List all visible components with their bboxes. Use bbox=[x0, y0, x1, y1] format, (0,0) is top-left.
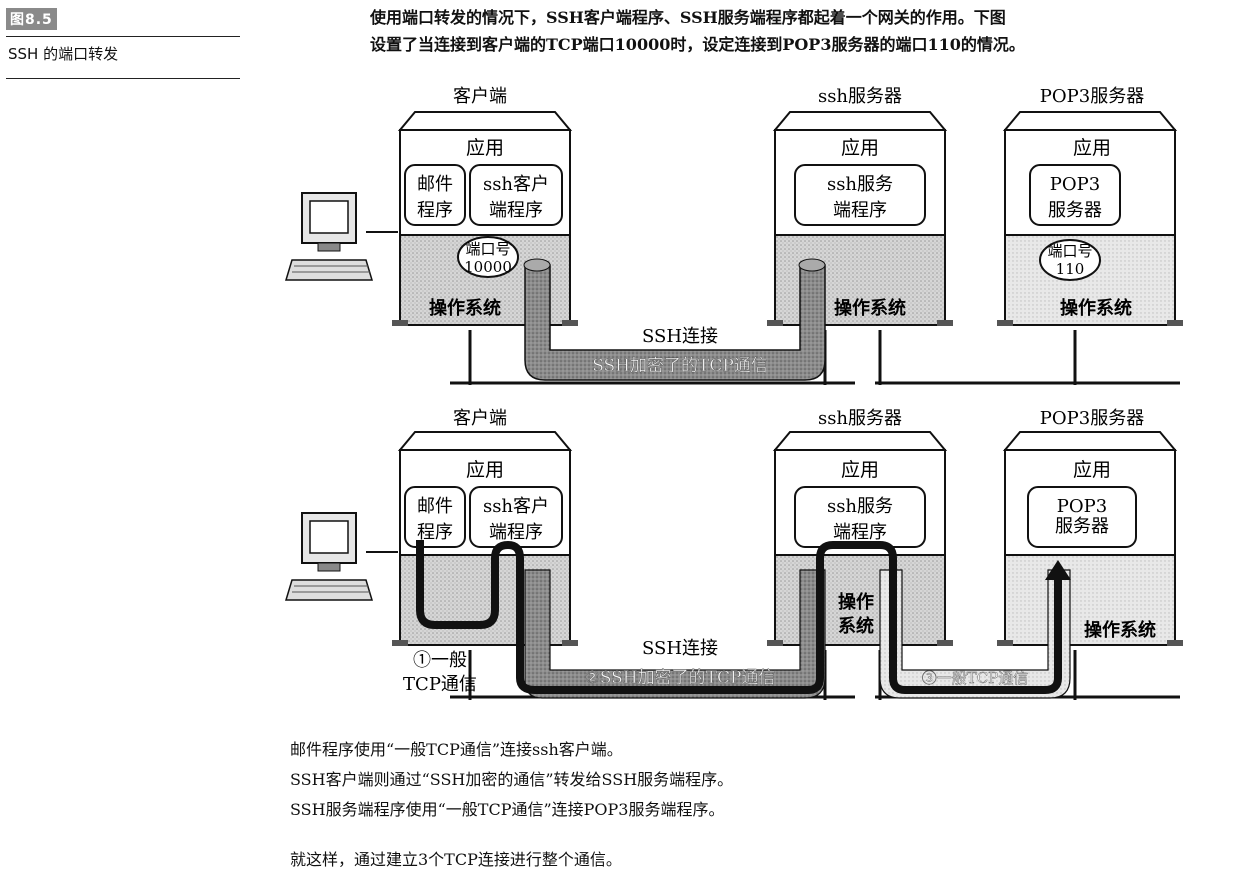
ssh-server-label: ssh服务器 bbox=[818, 86, 902, 107]
ssh-server-program-label: 端程序 bbox=[833, 522, 887, 543]
os-layer-label: 操作系统 bbox=[1060, 297, 1132, 319]
pc-icon bbox=[284, 512, 398, 601]
app-layer-label: 应用 bbox=[1073, 137, 1111, 159]
figure-caption: 图8.5 SSH 的端口转发 bbox=[6, 8, 240, 79]
figure-title: SSH 的端口转发 bbox=[8, 45, 119, 63]
figure-number: 图8.5 bbox=[6, 8, 57, 30]
ssh-client-label: 端程序 bbox=[489, 522, 543, 543]
explanation-line-3: SSH服务端程序使用“一般TCP通信”连接POP3服务端程序。 bbox=[290, 800, 725, 819]
os-layer-label: 操作系统 bbox=[1084, 619, 1156, 641]
pop3-program-label: 服务器 bbox=[1048, 200, 1102, 221]
app-layer-label: 应用 bbox=[466, 137, 504, 159]
pop3-server-label: POP3服务器 bbox=[1040, 408, 1144, 429]
ssh-server-program-label: ssh服务 bbox=[827, 496, 893, 517]
port-label: 端口号 bbox=[465, 240, 510, 258]
client-host-top: 客户端 应用 邮件 程序 ssh客户 端程序 端口号 10000 操作系统 bbox=[392, 86, 578, 326]
client-port-number: 10000 bbox=[464, 258, 512, 276]
pc-icon bbox=[284, 192, 398, 281]
spacer bbox=[290, 825, 1190, 845]
ssh-server-program-label: 端程序 bbox=[833, 200, 887, 221]
app-layer-label: 应用 bbox=[841, 459, 879, 481]
ssh-client-label: ssh客户 bbox=[483, 496, 549, 517]
intro-line-2: 设置了当连接到客户端的TCP端口10000时，设定连接到POP3服务器的端口11… bbox=[370, 35, 1025, 54]
os-layer-label: 操作 bbox=[838, 591, 874, 613]
client-label: 客户端 bbox=[453, 408, 507, 429]
pop3-program-label: POP3 bbox=[1057, 496, 1107, 517]
app-layer-label: 应用 bbox=[841, 137, 879, 159]
step1-label: TCP通信 bbox=[403, 674, 477, 695]
divider bbox=[6, 78, 240, 79]
ssh-server-host-top: ssh服务器 应用 ssh服务 端程序 操作系统 bbox=[767, 86, 953, 326]
explanation-text: 邮件程序使用“一般TCP通信”连接ssh客户端。 SSH客户端则通过“SSH加密… bbox=[290, 735, 1190, 875]
ssh-connection-label: SSH连接 bbox=[642, 638, 718, 659]
os-layer-label: 操作系统 bbox=[834, 297, 906, 319]
pop3-port-number: 110 bbox=[1056, 260, 1085, 278]
client-host-bottom: 客户端 应用 邮件 程序 ssh客户 端程序 bbox=[392, 408, 578, 646]
pop3-server-host-top: POP3服务器 应用 POP3 服务器 端口号 110 操作系统 bbox=[997, 86, 1183, 326]
ssh-client-label: 端程序 bbox=[489, 200, 543, 221]
pop3-program-label: POP3 bbox=[1050, 174, 1100, 195]
step2-label: ②SSH加密了的TCP通信 bbox=[585, 668, 776, 688]
explanation-line-4: 就这样，通过建立3个TCP连接进行整个通信。 bbox=[290, 850, 622, 869]
step1-label: ①一般 bbox=[413, 650, 467, 671]
divider bbox=[6, 36, 240, 37]
ssh-tunnel-top: SSH连接 SSH加密了的TCP通信 bbox=[523, 258, 826, 381]
app-layer-label: 应用 bbox=[1073, 459, 1111, 481]
explanation-line-1: 邮件程序使用“一般TCP通信”连接ssh客户端。 bbox=[290, 740, 623, 759]
port-label: 端口号 bbox=[1047, 242, 1092, 260]
port-forwarding-diagram: 客户端 应用 邮件 程序 ssh客户 端程序 端口号 10000 操作系统 ss… bbox=[280, 80, 1240, 714]
client-label: 客户端 bbox=[453, 86, 507, 107]
intro-line-1: 使用端口转发的情况下，SSH客户端程序、SSH服务端程序都起着一个网关的作用。下… bbox=[370, 8, 1006, 27]
ssh-encrypted-tcp-label: SSH加密了的TCP通信 bbox=[592, 356, 768, 376]
arrow-icon bbox=[1045, 560, 1071, 580]
pop3-program-label: 服务器 bbox=[1055, 516, 1109, 537]
bottom-diagram: 客户端 应用 邮件 程序 ssh客户 端程序 ssh服务器 应用 ssh服务 bbox=[284, 408, 1183, 700]
os-layer-label: 操作系统 bbox=[429, 297, 501, 319]
mail-program-label: 程序 bbox=[417, 522, 453, 543]
communication-path bbox=[416, 540, 1062, 694]
os-layer-label: 系统 bbox=[838, 615, 874, 637]
mail-program-label: 程序 bbox=[417, 200, 453, 221]
ssh-server-host-bottom: ssh服务器 应用 ssh服务 端程序 操作 系统 bbox=[767, 408, 953, 646]
pop3-server-host-bottom: POP3服务器 应用 POP3 服务器 操作系统 bbox=[997, 408, 1183, 646]
top-diagram: 客户端 应用 邮件 程序 ssh客户 端程序 端口号 10000 操作系统 ss… bbox=[284, 86, 1183, 385]
step3-label: ③一般TCP通信 bbox=[922, 669, 1029, 687]
ssh-server-label: ssh服务器 bbox=[818, 408, 902, 429]
ssh-server-program-label: ssh服务 bbox=[827, 174, 893, 195]
explanation-line-2: SSH客户端则通过“SSH加密的通信”转发给SSH服务端程序。 bbox=[290, 770, 734, 789]
ssh-connection-label: SSH连接 bbox=[642, 326, 718, 347]
mail-program-label: 邮件 bbox=[417, 496, 453, 517]
ssh-client-label: ssh客户 bbox=[483, 174, 549, 195]
intro-paragraph: 使用端口转发的情况下，SSH客户端程序、SSH服务端程序都起着一个网关的作用。下… bbox=[370, 4, 1250, 58]
mail-program-label: 邮件 bbox=[417, 174, 453, 195]
pop3-server-label: POP3服务器 bbox=[1040, 86, 1144, 107]
app-layer-label: 应用 bbox=[466, 459, 504, 481]
